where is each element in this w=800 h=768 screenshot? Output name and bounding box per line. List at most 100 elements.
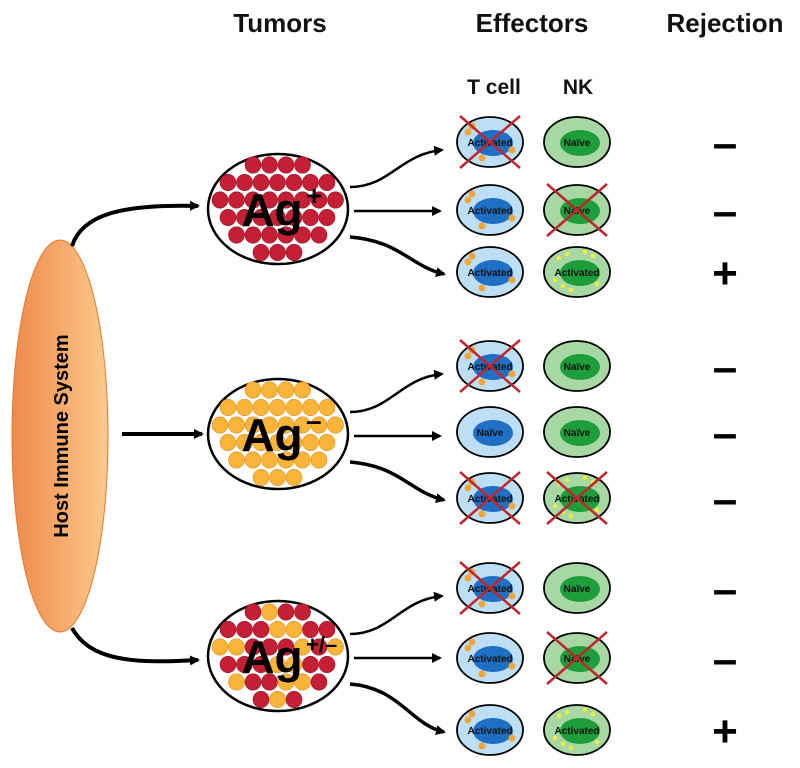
cell-state-label: Naïve: [477, 428, 504, 439]
cytotoxic-granule: [508, 214, 516, 222]
cytotoxic-granule: [468, 638, 476, 646]
nk-granule: [582, 249, 588, 255]
cytotoxic-granule: [508, 662, 516, 670]
rejection-layer: ––+–––––+: [712, 119, 738, 756]
rejection-sign: –: [713, 475, 737, 524]
t-cell-activated: Activated: [456, 704, 524, 756]
nk-granule: [552, 277, 558, 283]
tumor-cell: [269, 468, 286, 486]
cross-out-line: [546, 471, 608, 525]
tumor-cell: [219, 620, 237, 638]
cytotoxic-granule: [464, 574, 472, 582]
nk-cell-activated: Activated: [543, 471, 611, 525]
effector-arrow-top: [349, 369, 444, 414]
cytotoxic-granule: [464, 128, 472, 136]
tumor-cell: [252, 655, 270, 673]
nk-cell-activated: Activated: [543, 246, 611, 298]
tumor-cell: [252, 209, 270, 227]
cell-state-label: Activated: [467, 268, 512, 279]
tumor-cell: [327, 416, 344, 434]
tumor-cell: [294, 156, 311, 174]
tumor-cell: [318, 398, 336, 416]
effector-arrow-bottom: [349, 682, 446, 736]
nk-granule: [590, 711, 596, 717]
tumor-antigen-label: Ag: [241, 409, 302, 461]
cell-state-label: Activated: [554, 726, 599, 737]
t-cell-naive: Naïve: [456, 406, 524, 458]
nk-cell-nucleus: [560, 130, 600, 156]
cross-out-line: [459, 115, 521, 169]
tumor-cell: [244, 603, 262, 621]
nk-cell-nucleus: [560, 260, 600, 286]
cytotoxic-granule: [464, 196, 472, 204]
nk-cell-naive: Naïve: [543, 116, 611, 168]
tumor-cell: [269, 209, 286, 227]
t-cell-header: T cell: [467, 76, 521, 99]
tumor-cell: [244, 638, 262, 656]
tumor-cell: [269, 398, 286, 416]
tumor-cell: [236, 209, 253, 227]
t-cell-activated: Activated: [456, 471, 524, 525]
tumor-cell: [261, 226, 278, 244]
tumor-ag-neg: Ag–: [206, 377, 350, 491]
effectors-header: Effectors: [476, 8, 589, 38]
nk-granule: [552, 735, 558, 741]
tumor-cell: [327, 191, 344, 209]
cytotoxic-granule: [464, 716, 472, 724]
tumor-cell: [252, 244, 270, 262]
tumor-cell: [244, 226, 262, 244]
cytotoxic-granule: [464, 484, 472, 492]
t-cell-activated: Activated: [456, 246, 524, 298]
tumor-cell: [277, 638, 295, 656]
tumor-cell: [244, 156, 262, 174]
tumor-cell: [327, 638, 344, 656]
nk-granule: [568, 745, 574, 751]
nk-cell-activated: Activated: [543, 704, 611, 756]
effector-arrow-top: [349, 591, 444, 636]
tumor-cell: [294, 673, 311, 691]
tumor-cell: [310, 226, 328, 244]
tumor-cell: [236, 398, 253, 416]
tumor-cell: [310, 416, 328, 434]
cytotoxic-granule: [468, 710, 476, 718]
nk-cell-nucleus: [560, 576, 600, 602]
tumor-cell: [294, 416, 311, 434]
tumor-antigen-label: Ag: [241, 184, 302, 236]
cell-state-label: Naïve: [564, 138, 591, 149]
cytotoxic-granule: [508, 592, 516, 600]
tumor-cell: [244, 381, 262, 399]
tumor-cell: [244, 416, 262, 434]
tumor-cell: [252, 468, 270, 486]
rejection-sign: –: [713, 565, 737, 614]
cross-out-line: [459, 561, 521, 615]
effector-arrow-layer: [349, 145, 446, 736]
tumor-cell: [277, 156, 295, 174]
tumor-cell: [252, 690, 270, 708]
nk-granule: [594, 507, 600, 513]
tumor-cell: [252, 398, 270, 416]
tumor-cell: [261, 381, 278, 399]
t-cell-activated: Activated: [456, 339, 524, 393]
nk-granule: [560, 283, 566, 289]
nk-cell-naive: Naïve: [543, 631, 611, 685]
nk-granule: [556, 255, 562, 261]
effector-arrow-bottom: [349, 460, 446, 504]
t-cell-nucleus: [473, 260, 513, 286]
cytotoxic-granule: [508, 502, 516, 510]
effector-row: Activated Activated: [456, 246, 611, 298]
cytotoxic-granule: [464, 258, 472, 266]
tumor-cell: [261, 451, 278, 469]
nk-cell-nucleus: [560, 718, 600, 744]
nk-granule: [568, 287, 574, 293]
tumor-cell: [219, 174, 237, 192]
tumor-cell: [269, 244, 286, 262]
nk-cell-naive: Naïve: [543, 562, 611, 614]
tumor-antigen-label: Ag: [241, 631, 302, 683]
t-cell-activated: Activated: [456, 632, 524, 684]
cross-out-line: [546, 183, 608, 237]
nk-granule: [582, 707, 588, 713]
tumor-cell: [261, 156, 278, 174]
